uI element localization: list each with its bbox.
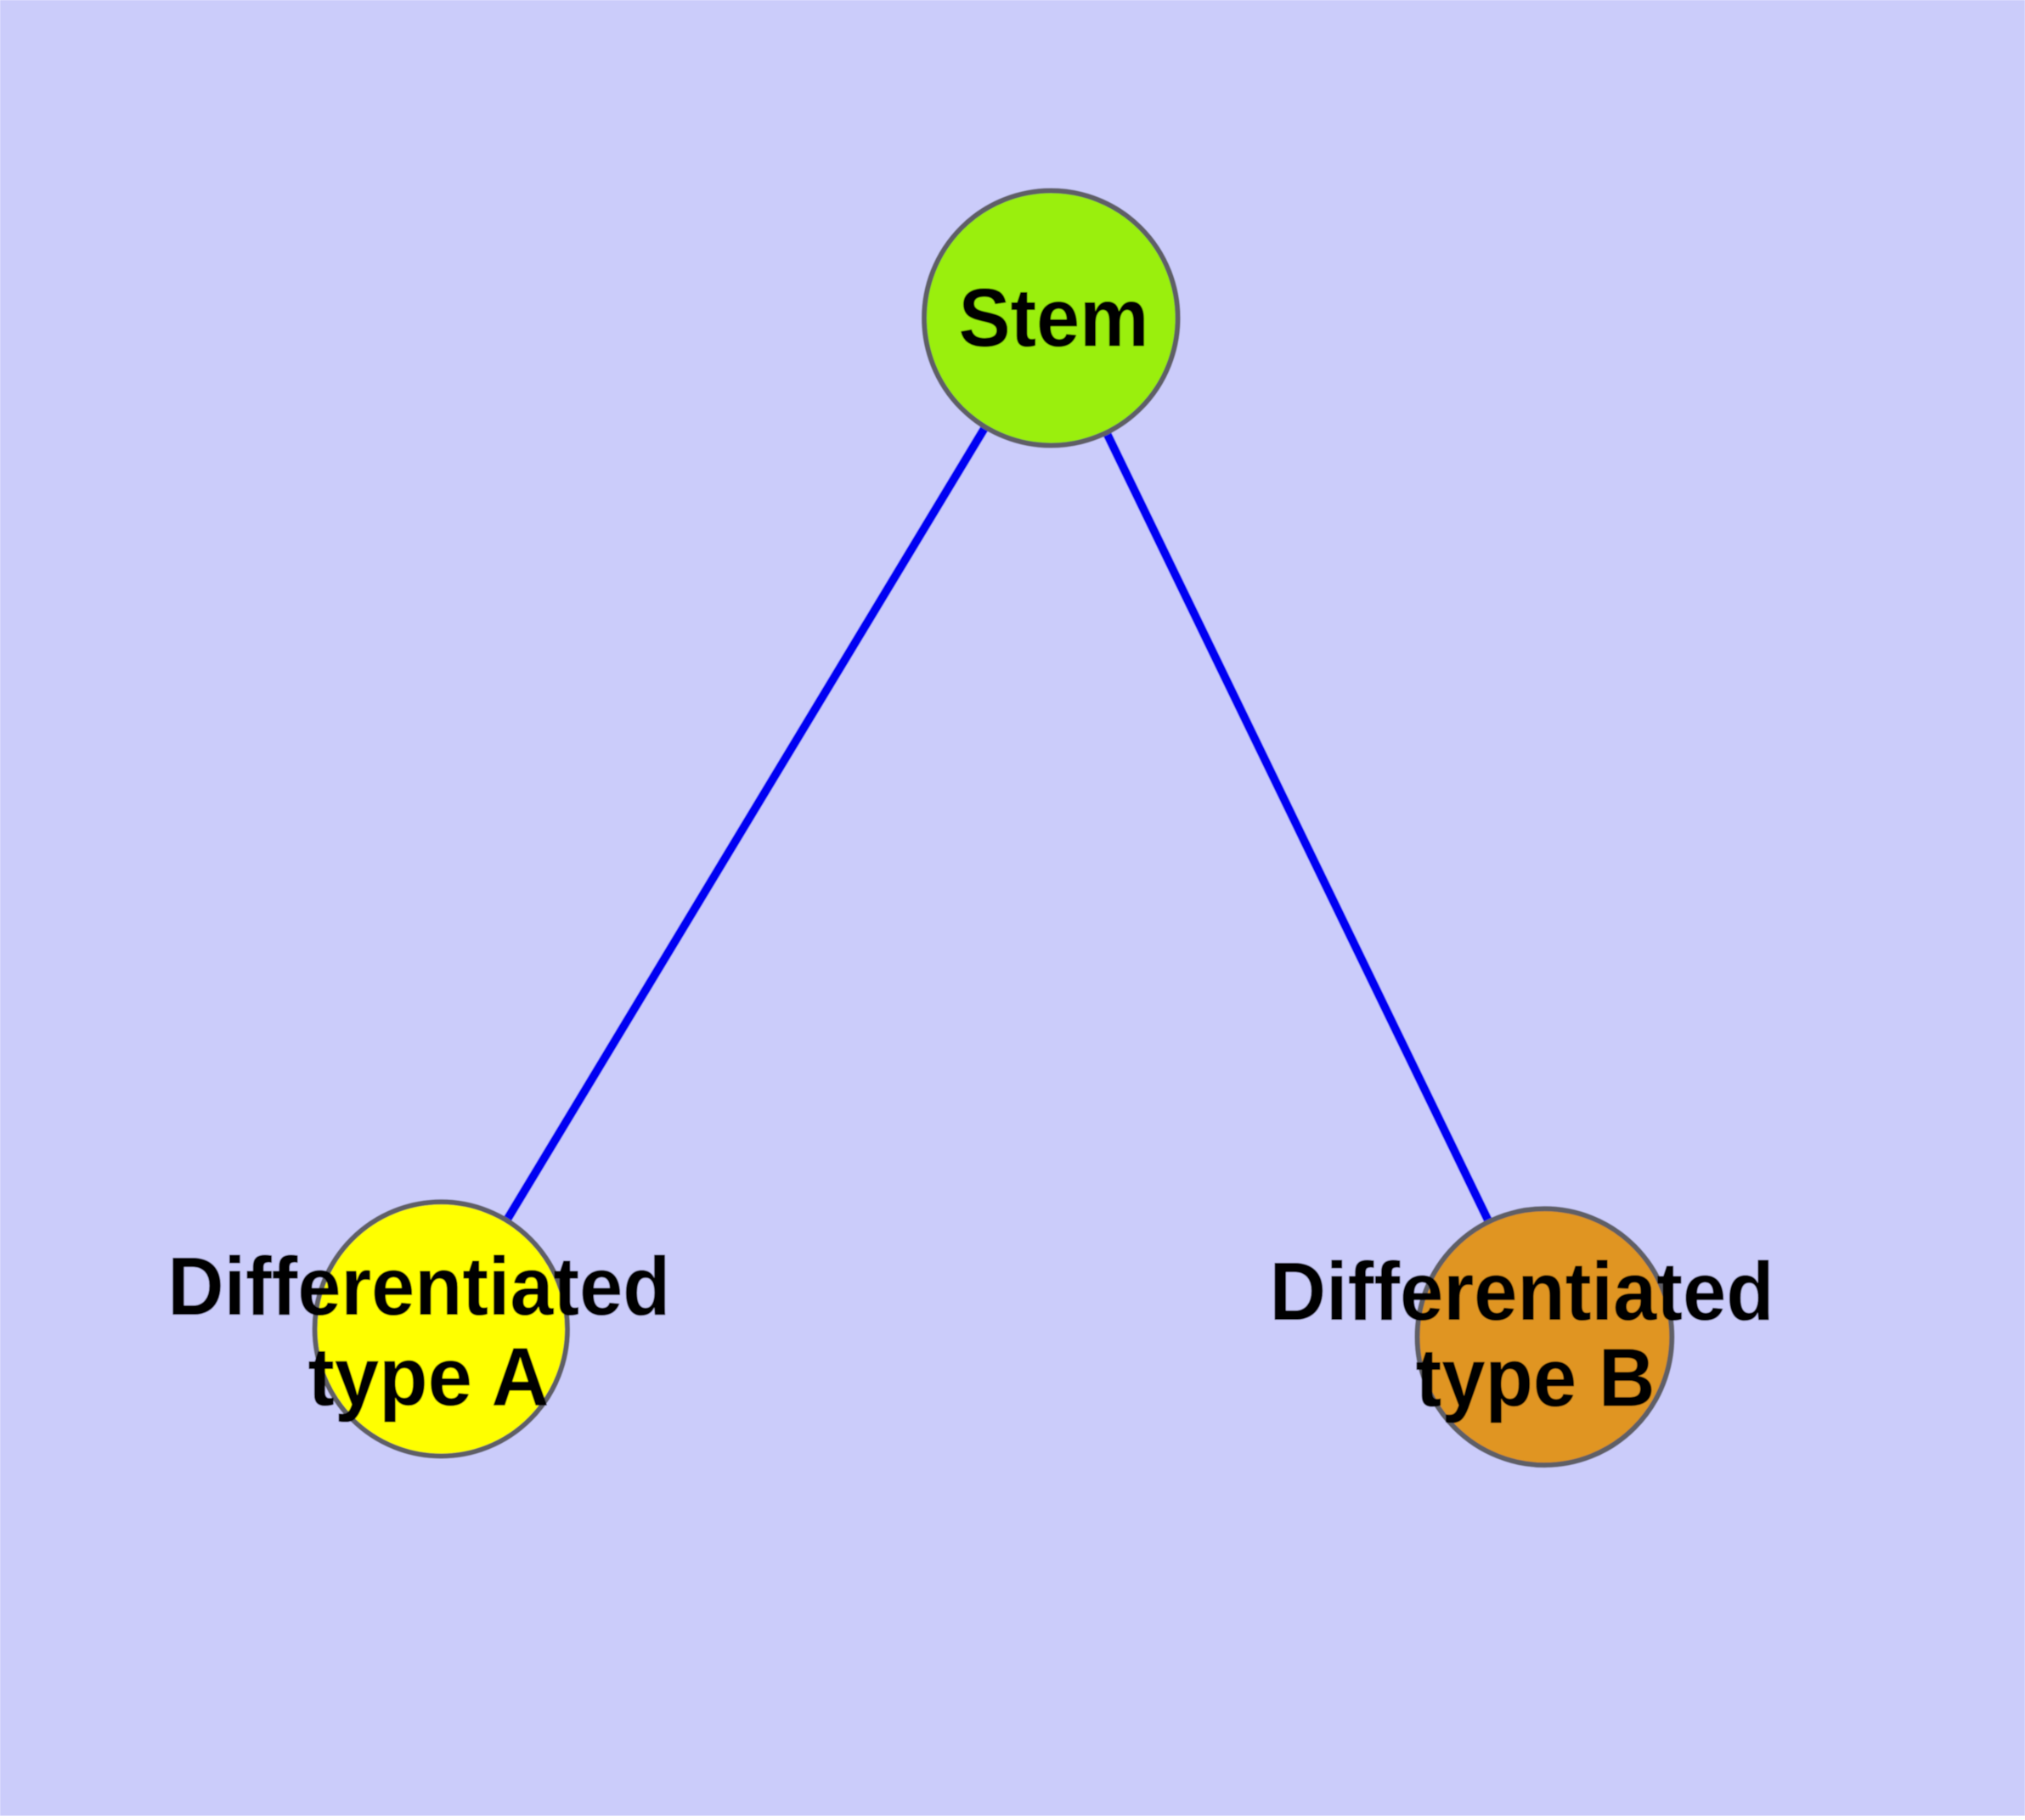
svg-text:Stem: Stem (959, 272, 1149, 364)
svg-text:type B: type B (1416, 1332, 1656, 1424)
svg-text:type A: type A (308, 1331, 550, 1423)
svg-text:Differentiated: Differentiated (1270, 1245, 1774, 1338)
svg-text:Differentiated: Differentiated (167, 1240, 670, 1333)
